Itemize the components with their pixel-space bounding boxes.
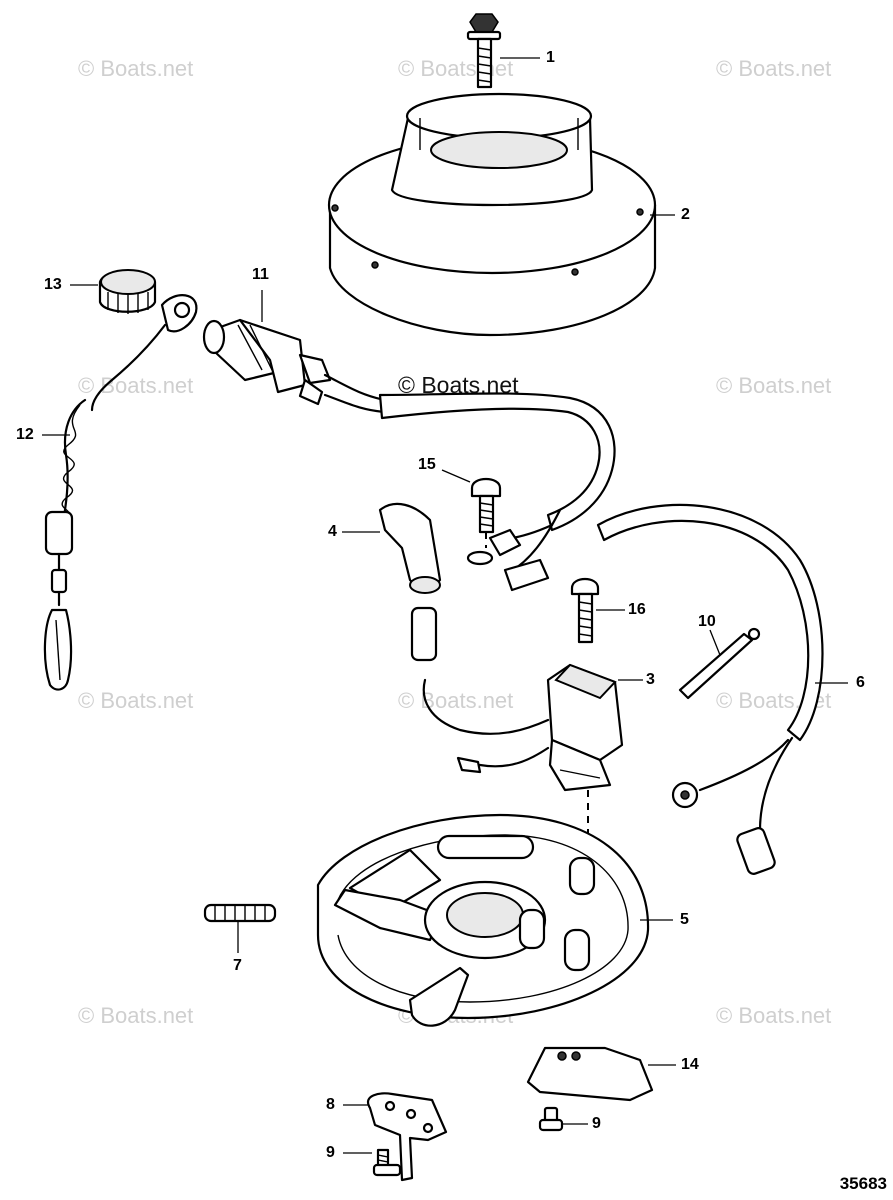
watermark: © Boats.net: [78, 56, 194, 81]
part-2-flywheel: [327, 92, 675, 337]
callout-10: 10: [698, 613, 716, 630]
watermark: © Boats.net: [716, 373, 832, 398]
callout-7: 7: [233, 957, 242, 974]
part-9-screw-right: [538, 1106, 588, 1132]
part-13-cap: [70, 269, 157, 314]
callout-6: 6: [856, 674, 865, 691]
watermark: © Boats.net: [716, 56, 832, 81]
watermark: © Boats.net: [78, 688, 194, 713]
part-4-boot: [342, 502, 442, 662]
callout-9-right: 9: [592, 1115, 601, 1132]
callout-16: 16: [628, 601, 646, 618]
callout-14: 14: [681, 1056, 699, 1073]
part-11-stop-switch: [202, 290, 332, 406]
part-1-bolt: [466, 13, 540, 89]
callout-3: 3: [646, 671, 655, 688]
callout-8: 8: [326, 1096, 335, 1113]
callout-1: 1: [546, 49, 555, 66]
watermark: © Boats.net: [78, 1003, 194, 1028]
part-9-screw-left: [343, 1148, 402, 1177]
callout-11: 11: [252, 266, 269, 283]
callout-5: 5: [680, 911, 689, 928]
part-12-lanyard: [42, 294, 198, 691]
watermark: © Boats.net: [716, 1003, 832, 1028]
callout-2: 2: [681, 206, 690, 223]
watermark: © Boats.net: [398, 56, 514, 81]
callout-15: 15: [418, 456, 436, 473]
part-8-bracket: [343, 1092, 448, 1182]
callout-4: 4: [328, 523, 337, 540]
callout-13: 13: [44, 276, 62, 293]
part-6-lead: [596, 503, 848, 875]
watermark: © Boats.net: [398, 688, 514, 713]
part-7-set-screw: [203, 903, 277, 953]
part-16-screw: [570, 577, 625, 644]
part-5-stator-plate: [316, 813, 673, 1027]
part-14-plate: [526, 1046, 676, 1102]
callout-12: 12: [16, 426, 34, 443]
callout-9-left: 9: [326, 1144, 335, 1161]
part-10-tie-strap: [678, 627, 761, 700]
document-number: 35683: [839, 1174, 887, 1193]
part-15-screw: [441, 469, 502, 548]
part-3-ignition-module: [422, 663, 643, 845]
wire-harness: [323, 373, 616, 592]
